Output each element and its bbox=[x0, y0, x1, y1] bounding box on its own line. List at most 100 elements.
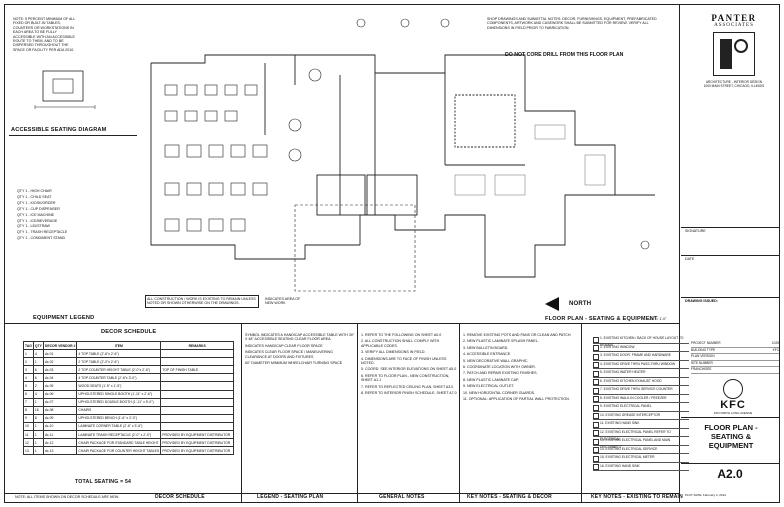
table-cell: dc-02 bbox=[42, 357, 78, 367]
general-note: 5. COORD. SEE INTERIOR ELEVATIONS ON SHE… bbox=[361, 367, 457, 372]
plan-scale: 1/4" = 1'-0" bbox=[649, 317, 667, 321]
equipment-item: QTY 1 - CONDIMENT STAND bbox=[17, 236, 66, 241]
key-note: 8. NEW PLASTIC LAMINATE CAP. bbox=[463, 377, 519, 382]
date-label: DATE bbox=[685, 257, 695, 261]
table-cell: 13 bbox=[23, 446, 34, 456]
table-cell: 6 bbox=[32, 365, 44, 375]
client-logo: KFC bbox=[720, 399, 746, 411]
key-note-existing: 16. EXISTING HAND SINK bbox=[593, 463, 689, 471]
signature-label: SIGNATURE bbox=[685, 229, 706, 233]
equipment-item: QTY 1 - KIOSK/ORDER bbox=[17, 200, 56, 205]
key-note: 2. NEW PLASTIC LAMINATE SPLASH PANEL. bbox=[463, 339, 539, 344]
title-block: PANTER ASSOCIATES ARCHITECTURE - INTERIO… bbox=[687, 13, 781, 89]
key-note: 6. COORDINATE LOCATION WITH OWNER. bbox=[463, 365, 536, 370]
decor-schedule-title: DECOR SCHEDULE bbox=[155, 494, 205, 500]
table-cell: 1 bbox=[32, 446, 44, 456]
table-cell: 9 bbox=[23, 413, 34, 423]
section-divider bbox=[357, 323, 358, 502]
general-notes-column: 1. REFER TO THE FOLLOWING ON SHEET A0.0 … bbox=[361, 333, 457, 397]
tb-line bbox=[681, 255, 779, 256]
client-block: KFC 150 NORTH LONG AVENUE bbox=[687, 379, 779, 415]
table-cell: 1 bbox=[32, 438, 44, 448]
north-arrow-icon bbox=[545, 297, 559, 311]
project-info-label: BUILDING TYPE bbox=[691, 347, 716, 352]
table-cell: 2 bbox=[23, 357, 34, 367]
col-header: DECOR VENDOR # bbox=[42, 340, 78, 351]
project-info-label: PROJECT NUMBER bbox=[691, 341, 721, 345]
table-cell: 1 bbox=[23, 349, 34, 359]
table-cell: CHAIR PACKAGE FOR STANDARD TABLE HEIGHT bbox=[76, 438, 162, 448]
floor-plan-title: FLOOR PLAN - SEATING & EQUIPMENT bbox=[545, 316, 658, 322]
table-cell: 1 bbox=[32, 357, 44, 367]
general-note: 1. REFER TO THE FOLLOWING ON SHEET A0.0 bbox=[361, 333, 442, 337]
key-note-existing: 11. EXISTING HAND SINK bbox=[593, 420, 689, 429]
table-cell: 4 bbox=[32, 389, 44, 399]
firm-name-2: ASSOCIATES bbox=[714, 23, 754, 28]
equipment-item: QTY 1 - TRASH RECEPTACLE bbox=[17, 230, 68, 235]
table-cell bbox=[160, 397, 235, 407]
table-cell: dc-03 bbox=[42, 365, 78, 375]
legend-item: INDICATES CLEAR FLOOR SPACE / MANEUVERIN… bbox=[245, 350, 333, 359]
key-note: 7. PATCH AND REPAIR EXISTING FINISHES. bbox=[463, 371, 538, 376]
table-cell bbox=[160, 413, 235, 423]
table-cell bbox=[160, 389, 235, 399]
table-cell: 4 bbox=[23, 373, 34, 383]
construction-note: ALL CONSTRUCTION / WORK IS EXISTING TO R… bbox=[145, 295, 259, 308]
section-divider bbox=[581, 323, 582, 502]
table-cell: UPHOLSTERED BENCH (1'-6" x 2'-0") bbox=[76, 413, 162, 423]
sheet-title-2: SEATING & bbox=[710, 432, 752, 441]
table-cell: dc-09 bbox=[42, 413, 78, 423]
key-note-existing: 15. EXISTING ELECTRICAL METER bbox=[593, 454, 689, 463]
key-note-existing: 8. EXISTING WALK-IN COOLER / FREEZER bbox=[593, 395, 689, 403]
table-cell: dc-11 bbox=[42, 430, 78, 440]
table-cell: dc-05 bbox=[42, 381, 78, 391]
table-cell: 4 TOP TABLE (2'-6"x 2'-6") bbox=[76, 349, 162, 359]
new-work-note: INDICATES AREA OF NEW WORK bbox=[265, 297, 301, 306]
key-note-existing: 2. EXISTING WINDOW bbox=[593, 344, 689, 352]
col-header: REMARKS bbox=[160, 340, 235, 351]
table-cell: dc-07 bbox=[42, 397, 78, 407]
table-cell: 11 bbox=[23, 430, 34, 440]
legend-seating-column: SYMBOL INDICATES A HANDICAP ACCESSIBLE T… bbox=[245, 333, 355, 367]
table-cell: 4 bbox=[32, 349, 44, 359]
table-cell: 1 bbox=[32, 397, 44, 407]
key-note-existing: 4. EXISTING DRIVE THRU PASS-THRU WINDOW bbox=[593, 361, 689, 369]
equipment-item: QTY 1 - HIGH CHAIR bbox=[17, 189, 52, 193]
table-cell: 6 bbox=[32, 373, 44, 383]
table-cell: 7 bbox=[23, 397, 34, 407]
table-cell bbox=[160, 357, 235, 367]
footer-divider bbox=[5, 493, 679, 494]
table-cell: TOP OF FINISH TABLE bbox=[160, 365, 235, 375]
title-block-divider bbox=[679, 5, 680, 502]
section-divider bbox=[459, 323, 460, 502]
key-note-existing: 9. EXISTING ELECTRICAL PANEL bbox=[593, 403, 689, 412]
accessible-seating-title: ACCESSIBLE SEATING DIAGRAM bbox=[11, 127, 107, 133]
tb-line bbox=[681, 227, 779, 228]
key-note: 5. NEW DECORATIVE WALL GRAPHIC. bbox=[463, 358, 529, 363]
table-cell: UPHOLSTERED DOUBLE BOOTH (1'-11" x 5'-0"… bbox=[76, 397, 162, 407]
key-note-existing: 3. EXISTING DOOR, FRAME AND HARDWARE bbox=[593, 352, 689, 361]
shop-drawing-note: SHOP DRAWINGS AND SUBMITTAL NOTES: DECOR… bbox=[487, 17, 657, 30]
key-note: 9. NEW ELECTRICAL OUTLET. bbox=[463, 384, 515, 389]
key-notes-seating-column: 1. REMOVE EXISTING POTS AND PANS OR CLEA… bbox=[463, 333, 579, 403]
equipment-item: QTY 1 - CHILD SEAT bbox=[17, 194, 52, 199]
table-cell: 3 bbox=[23, 365, 34, 375]
client-address: 150 NORTH LONG AVENUE bbox=[713, 411, 753, 415]
equipment-item: QTY 1 - ICE MACHINE bbox=[17, 212, 55, 217]
key-note-existing: 5. EXISTING WATER HEATER bbox=[593, 369, 689, 378]
table-cell: LAMINATE TRASH RECEPTACLE (2'-0" x 2'-0"… bbox=[76, 430, 162, 440]
table-cell: 5 bbox=[23, 381, 34, 391]
sheet-title-block: FLOOR PLAN - SEATING & EQUIPMENT bbox=[685, 423, 777, 450]
key-notes-existing-title: KEY NOTES - EXISTING TO REMAIN bbox=[591, 494, 683, 500]
key-note: 3. NEW BULLETIN BOARD. bbox=[463, 345, 509, 350]
